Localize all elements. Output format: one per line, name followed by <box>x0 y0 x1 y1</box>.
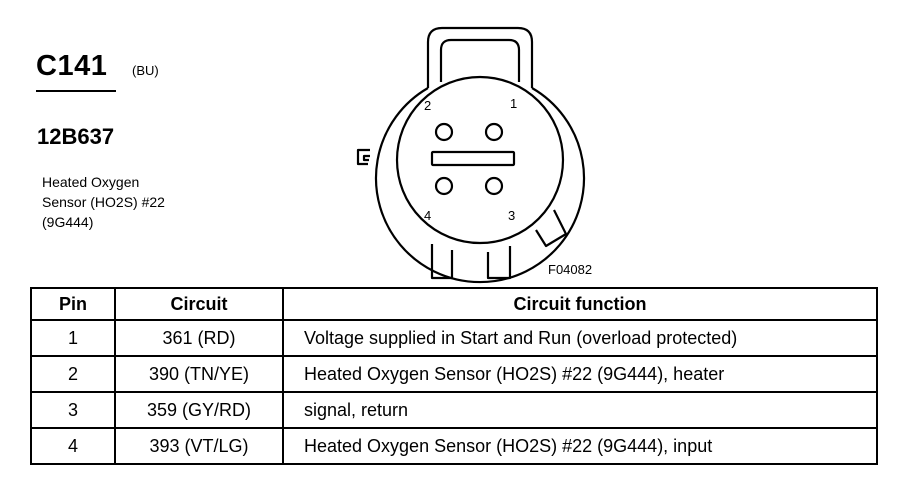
header-circuit: Circuit <box>114 287 284 321</box>
pin-label-4: 4 <box>424 208 431 223</box>
part-number: 12B637 <box>37 124 115 149</box>
cell-function: Heated Oxygen Sensor (HO2S) #22 (9G444),… <box>282 355 878 393</box>
connector-id-underline <box>36 90 116 92</box>
cell-pin: 3 <box>30 391 116 429</box>
connector-foot-left <box>430 244 454 280</box>
cell-circuit: 393 (VT/LG) <box>114 427 284 465</box>
component-description: Heated Oxygen Sensor (HO2S) #22 (9G444) <box>42 172 242 232</box>
component-line: (9G444) <box>42 214 94 230</box>
header-pin: Pin <box>30 287 116 321</box>
connector-foot-right <box>486 246 512 280</box>
header-circuit-function: Circuit function <box>282 287 878 321</box>
table-row: 3 359 (GY/RD) signal, return <box>30 391 878 429</box>
pin-label-1: 1 <box>510 96 517 111</box>
connector-top-tab <box>426 26 534 88</box>
cell-function: Voltage supplied in Start and Run (overl… <box>282 319 878 357</box>
connector-id: C141 <box>36 50 108 82</box>
connector-outer-shell <box>374 87 586 284</box>
cell-pin: 1 <box>30 319 116 357</box>
connector-top-tab-inner <box>439 38 521 82</box>
cell-circuit: 390 (TN/YE) <box>114 355 284 393</box>
connector-right-latch <box>535 209 568 248</box>
connector-left-latch-inner <box>362 154 370 162</box>
component-line: Sensor (HO2S) #22 <box>42 194 165 210</box>
terminal-4 <box>434 176 454 196</box>
terminal-2 <box>434 122 454 142</box>
terminal-3 <box>484 176 504 196</box>
table-row: 1 361 (RD) Voltage supplied in Start and… <box>30 319 878 357</box>
connector-left-latch <box>356 148 370 166</box>
terminal-1 <box>484 122 504 142</box>
connector-key-bar <box>430 150 516 167</box>
connector-face-diagram: 1 2 3 4 <box>356 26 586 284</box>
connector-inner-face <box>395 75 565 245</box>
component-line: Heated Oxygen <box>42 174 140 190</box>
connector-color: (BU) <box>132 63 159 78</box>
cell-function: Heated Oxygen Sensor (HO2S) #22 (9G444),… <box>282 427 878 465</box>
table-row: 2 390 (TN/YE) Heated Oxygen Sensor (HO2S… <box>30 355 878 393</box>
figure-id: F04082 <box>548 262 593 277</box>
cell-pin: 4 <box>30 427 116 465</box>
pinout-table: Pin Circuit Circuit function 1 361 (RD) … <box>30 287 878 465</box>
cell-circuit: 359 (GY/RD) <box>114 391 284 429</box>
cell-pin: 2 <box>30 355 116 393</box>
table-row: 4 393 (VT/LG) Heated Oxygen Sensor (HO2S… <box>30 427 878 465</box>
pin-label-2: 2 <box>424 98 431 113</box>
pin-label-3: 3 <box>508 208 515 223</box>
table-header-row: Pin Circuit Circuit function <box>30 287 878 321</box>
cell-function: signal, return <box>282 391 878 429</box>
cell-circuit: 361 (RD) <box>114 319 284 357</box>
